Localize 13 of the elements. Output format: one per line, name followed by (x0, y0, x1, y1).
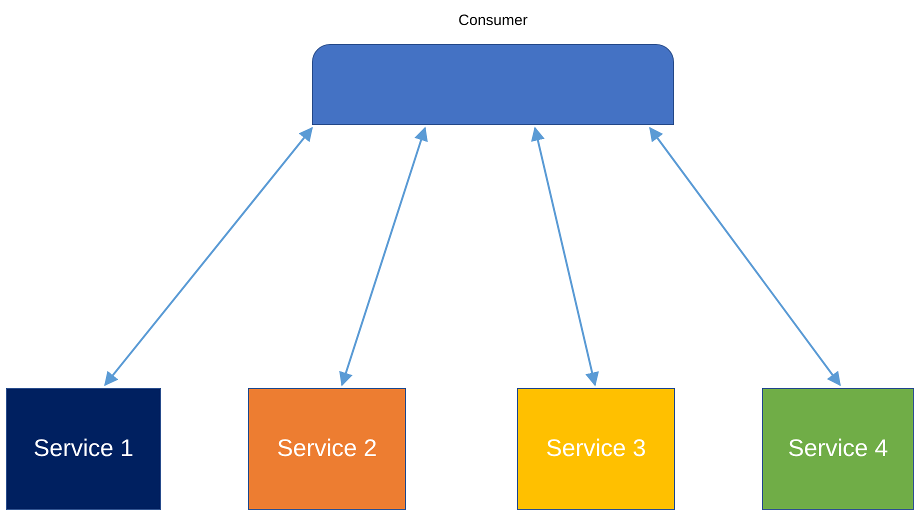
service-box (248, 388, 406, 510)
service-label: Service 4 (788, 434, 888, 464)
service-label: Service 3 (546, 434, 646, 464)
double-arrow (104, 126, 313, 386)
node-heading: Consumer (458, 11, 528, 31)
service-box (6, 388, 161, 510)
double-arrow (339, 126, 428, 386)
double-arrow (531, 126, 599, 386)
service-label: Service 1 (33, 434, 134, 464)
service-label: Service 2 (276, 434, 378, 464)
double-arrow (649, 126, 841, 386)
service-box (517, 388, 675, 510)
service-box (762, 388, 914, 510)
